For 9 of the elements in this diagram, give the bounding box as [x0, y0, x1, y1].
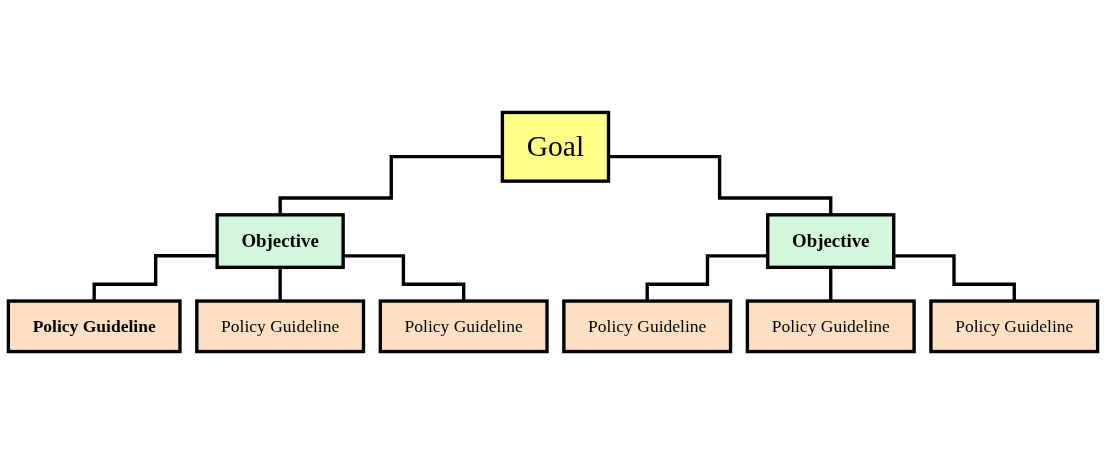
node-box: Policy Guideline: [378, 298, 549, 353]
node-box: Policy Guideline: [928, 298, 1099, 353]
node-box: Policy Guideline: [561, 298, 732, 353]
node-box: Goal: [500, 110, 610, 183]
node-box: Policy Guideline: [6, 298, 182, 353]
node-box: Objective: [765, 212, 895, 269]
node-box: Objective: [214, 212, 345, 269]
node-box: Policy Guideline: [745, 298, 916, 353]
node-box: Policy Guideline: [194, 298, 365, 353]
